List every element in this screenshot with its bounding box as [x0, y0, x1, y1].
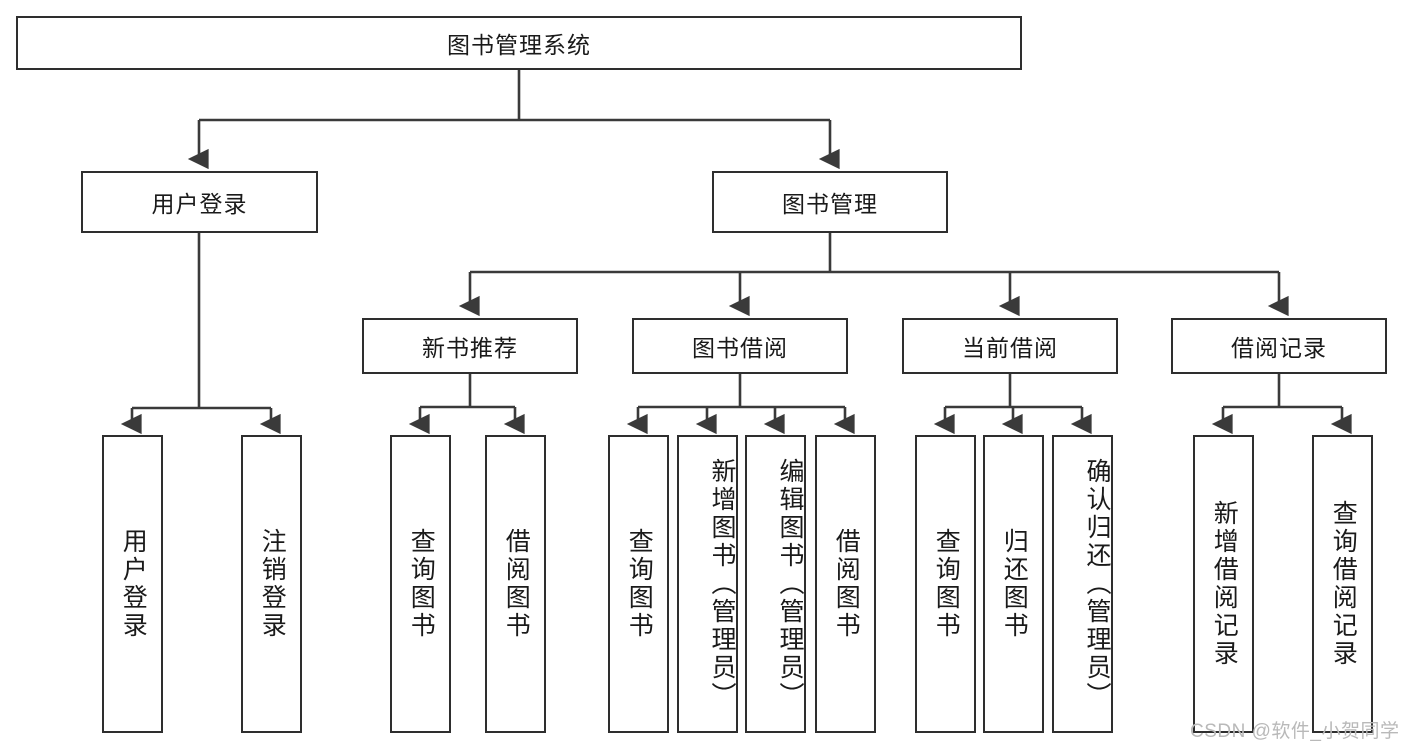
node-label: 图书管理系统	[447, 32, 591, 58]
node-current-borrow[interactable]: 当前借阅	[902, 318, 1118, 374]
node-label: 注销登录	[258, 528, 287, 640]
leaf-record-add-record[interactable]: 新增借阅记录	[1193, 435, 1254, 733]
node-book-borrow[interactable]: 图书借阅	[632, 318, 848, 374]
node-label: 用户登录	[119, 528, 148, 640]
leaf-user-login-signin[interactable]: 用户登录	[102, 435, 163, 733]
leaf-current-return-book[interactable]: 归还图书	[983, 435, 1044, 733]
leaf-user-login-signout[interactable]: 注销登录	[241, 435, 302, 733]
node-label: 当前借阅	[962, 335, 1058, 361]
node-label: 借阅图书	[502, 528, 531, 640]
node-user-login[interactable]: 用户登录	[81, 171, 318, 233]
node-label: 图书借阅	[692, 335, 788, 361]
leaf-borrow-query-book[interactable]: 查询图书	[608, 435, 669, 733]
node-book-management[interactable]: 图书管理	[712, 171, 948, 233]
node-label: 新增借阅记录	[1210, 500, 1239, 668]
leaf-new-book-query[interactable]: 查询图书	[390, 435, 451, 733]
leaf-new-book-borrow[interactable]: 借阅图书	[485, 435, 546, 733]
csdn-watermark: CSDN @软件_小贺同学	[1190, 721, 1400, 742]
node-label: 借阅图书	[832, 528, 861, 640]
leaf-current-query-book[interactable]: 查询图书	[915, 435, 976, 733]
node-root-system[interactable]: 图书管理系统	[16, 16, 1022, 70]
node-label: 确认归还（管理员）	[1083, 458, 1111, 710]
node-label: 查询图书	[625, 528, 654, 640]
leaf-borrow-edit-book-admin[interactable]: 编辑图书（管理员）	[745, 435, 806, 733]
leaf-borrow-borrow-book[interactable]: 借阅图书	[815, 435, 876, 733]
leaf-record-query-record[interactable]: 查询借阅记录	[1312, 435, 1373, 733]
node-label: 查询借阅记录	[1329, 500, 1358, 668]
node-label: 新书推荐	[422, 335, 518, 361]
node-label: 查询图书	[407, 528, 436, 640]
node-label: 用户登录	[151, 191, 248, 217]
node-borrow-record[interactable]: 借阅记录	[1171, 318, 1387, 374]
leaf-current-confirm-return-admin[interactable]: 确认归还（管理员）	[1052, 435, 1113, 733]
node-label: 图书管理	[782, 191, 878, 217]
node-label: 新增图书（管理员）	[708, 458, 736, 710]
node-new-book-recommend[interactable]: 新书推荐	[362, 318, 578, 374]
node-label: 借阅记录	[1231, 335, 1327, 361]
node-label: 查询图书	[932, 528, 961, 640]
node-label: 归还图书	[1000, 528, 1029, 640]
node-label: 编辑图书（管理员）	[776, 458, 804, 710]
leaf-borrow-add-book-admin[interactable]: 新增图书（管理员）	[677, 435, 738, 733]
